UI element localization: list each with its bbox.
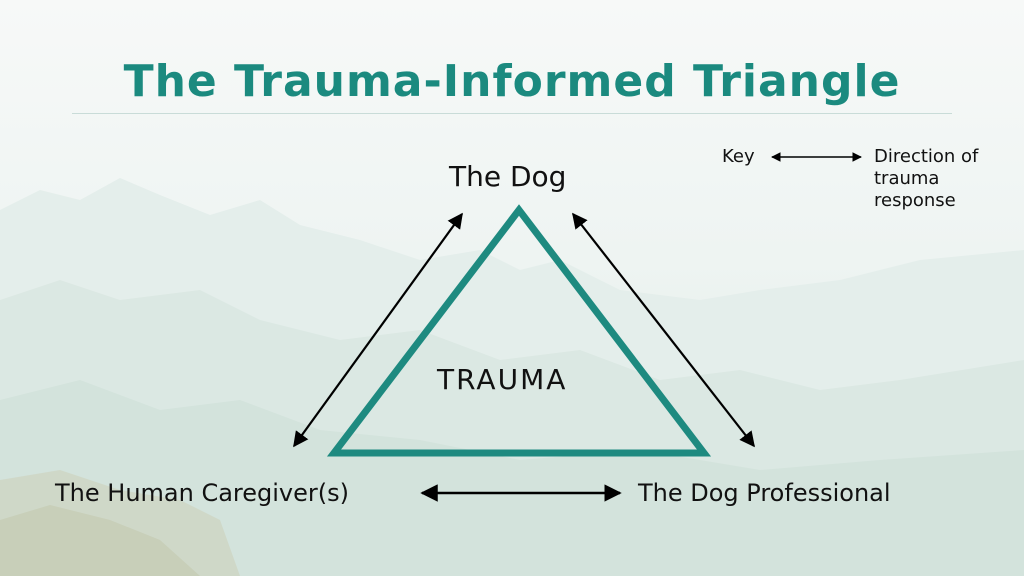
page-title: The Trauma-Informed Triangle [123, 56, 901, 107]
title-divider [72, 113, 952, 114]
node-dog-professional: The Dog Professional [638, 479, 891, 507]
node-human-caregiver: The Human Caregiver(s) [55, 479, 349, 507]
trauma-triangle [326, 204, 712, 457]
key-label: Key [722, 146, 755, 167]
key-description: Direction of trauma response [874, 146, 979, 211]
arrow-dog-professional [572, 212, 755, 448]
center-label-trauma: TRAUMA [437, 363, 568, 396]
node-the-dog: The Dog [449, 160, 567, 193]
arrow-dog-caregiver [293, 212, 463, 448]
